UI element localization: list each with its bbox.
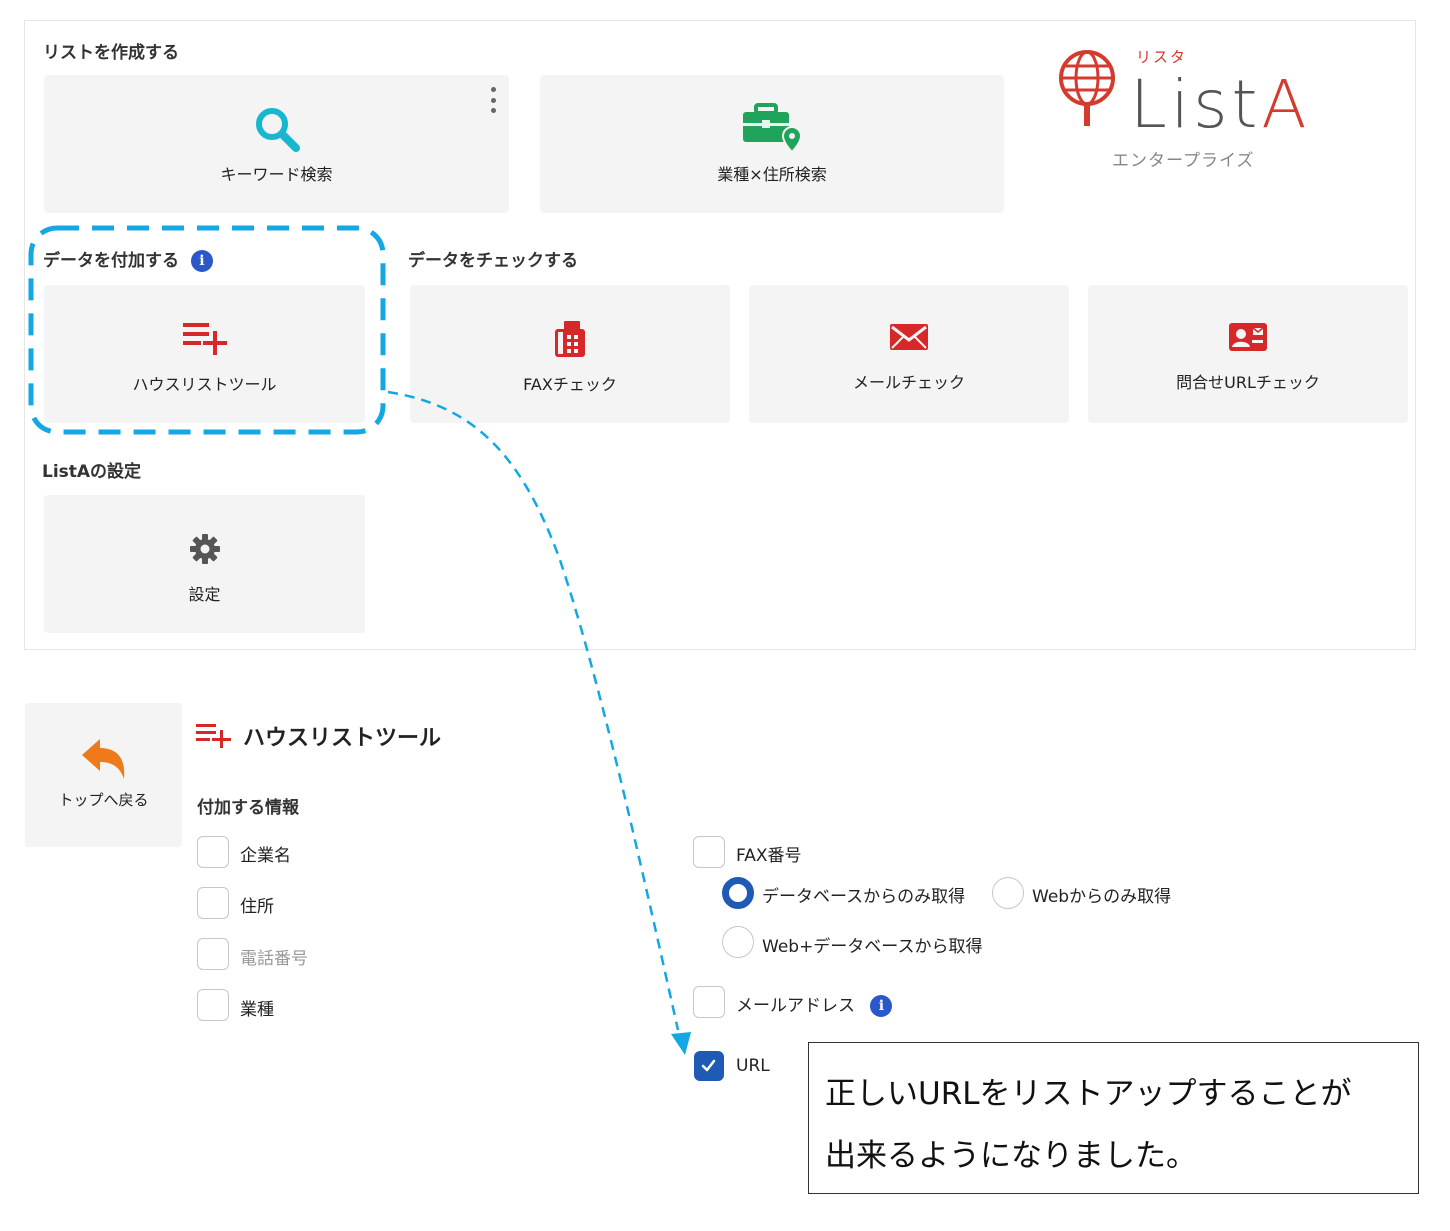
back-to-top-label: トップへ戻る (58, 791, 149, 809)
email-label: メールアドレス i (736, 991, 893, 1017)
industry-address-search-card[interactable]: 業種×住所検索 (540, 75, 1004, 213)
fax-number-checkbox[interactable] (693, 836, 725, 868)
house-list-tool-card[interactable]: ハウスリストツール (44, 285, 365, 423)
reply-arrow-icon (82, 739, 125, 779)
callout-line-2: 出来るようになりました。 (825, 1138, 1197, 1174)
settings-card[interactable]: 設定 (44, 495, 365, 633)
mail-icon (749, 313, 1069, 361)
settings-section-title: ListAの設定 (42, 462, 142, 482)
industry-address-search-label: 業種×住所検索 (717, 165, 827, 184)
fax-web-only-label: Webからのみ取得 (1032, 887, 1172, 907)
info-icon[interactable]: i (190, 250, 213, 272)
logo-wordmark: ListA (1130, 66, 1311, 143)
industry-checkbox[interactable] (197, 989, 229, 1021)
url-label: URL (736, 1056, 770, 1076)
fax-web-only-radio[interactable] (992, 877, 1024, 909)
append-section-title: データを付加する i (43, 246, 213, 272)
check-icon (701, 1059, 716, 1072)
append-info-heading: 付加する情報 (197, 798, 299, 818)
check-section-title: データをチェックする (408, 251, 578, 271)
mail-check-label: メールチェック (852, 373, 965, 392)
mail-check-card[interactable]: メールチェック (749, 285, 1069, 423)
industry-label: 業種 (240, 1000, 274, 1020)
list-add-icon (44, 315, 365, 363)
address-checkbox[interactable] (197, 887, 229, 919)
fax-number-label: FAX番号 (736, 846, 802, 866)
keyword-search-label: キーワード検索 (220, 165, 333, 184)
fax-icon (410, 315, 730, 363)
gear-icon (44, 525, 365, 573)
company-name-label: 企業名 (240, 846, 291, 866)
more-options-icon[interactable] (489, 87, 497, 113)
fax-database-only-radio[interactable] (722, 877, 754, 909)
fax-check-card[interactable]: FAXチェック (410, 285, 730, 423)
keyword-search-card[interactable]: キーワード検索 (44, 75, 509, 213)
phone-label: 電話番号 (240, 949, 308, 969)
url-checkbox[interactable] (694, 1051, 724, 1081)
logo-wordmark-main: List (1130, 66, 1262, 143)
append-section-title-text: データを付加する (43, 251, 179, 271)
house-list-tool-label: ハウスリストツール (132, 375, 277, 394)
info-icon[interactable]: i (870, 995, 893, 1017)
page-title: ハウスリストツール (243, 726, 442, 751)
logo-wordmark-accent: A (1261, 66, 1311, 143)
connector-arrowhead (671, 1032, 691, 1055)
callout-line-1: 正しいURLをリストアップすることが (825, 1076, 1352, 1112)
create-section-title: リストを作成する (43, 43, 179, 63)
fax-check-label: FAXチェック (523, 375, 617, 394)
fax-database-only-label: データベースからのみ取得 (762, 887, 966, 907)
logo-subtitle: エンタープライズ (1112, 151, 1255, 171)
phone-checkbox[interactable] (197, 938, 229, 970)
contact-url-check-label: 問合せURLチェック (1176, 373, 1320, 392)
list-add-icon (196, 724, 231, 748)
settings-label: 設定 (188, 585, 221, 604)
email-checkbox[interactable] (693, 986, 725, 1018)
company-name-checkbox[interactable] (197, 836, 229, 868)
address-label: 住所 (240, 897, 274, 917)
briefcase-location-icon (540, 103, 1004, 154)
search-icon (44, 105, 509, 153)
contact-url-check-card[interactable]: 問合せURLチェック (1088, 285, 1408, 423)
email-label-text: メールアドレス (736, 996, 855, 1016)
back-to-top-button[interactable]: トップへ戻る (25, 703, 182, 847)
fax-web-database-label: Web+データベースから取得 (762, 937, 983, 957)
fax-web-database-radio[interactable] (722, 926, 754, 958)
annotation-callout: 正しいURLをリストアップすることが 出来るようになりました。 (808, 1042, 1419, 1194)
contact-card-icon (1088, 313, 1408, 361)
logo-ruby: リスタ (1136, 48, 1188, 66)
